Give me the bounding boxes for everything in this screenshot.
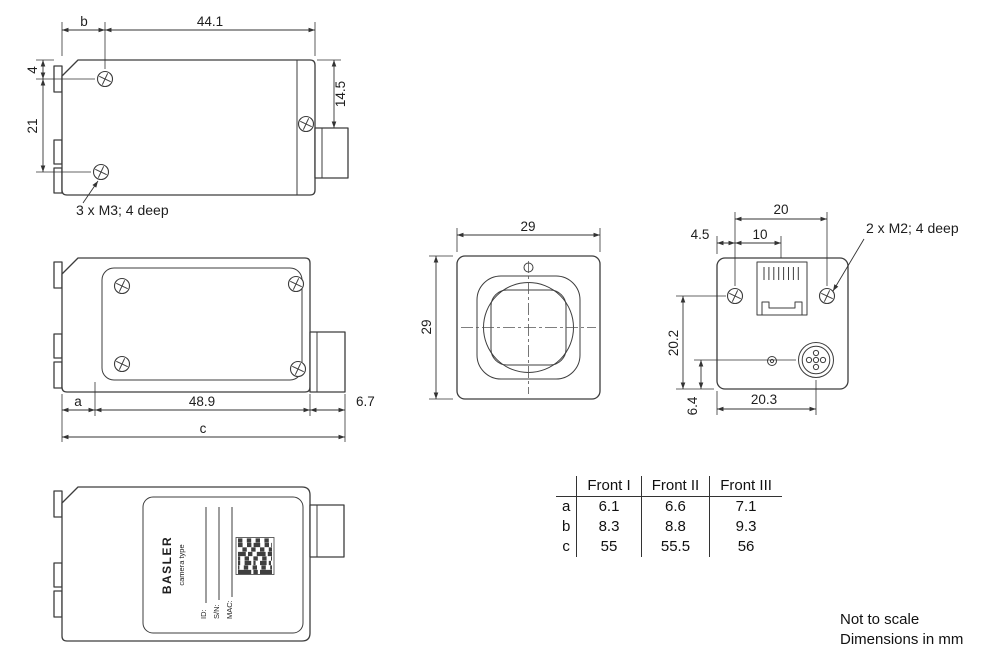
- table-corner-cell: [556, 476, 577, 497]
- ethernet-latch: [761, 301, 803, 315]
- dim-label-29-height: 29: [419, 319, 434, 334]
- ethernet-jack: [756, 261, 808, 316]
- camera-body-side: [61, 257, 311, 393]
- connector-housing: [309, 331, 346, 393]
- value-c-front1: 55: [576, 537, 642, 557]
- dim-label-48-9: 48.9: [189, 394, 215, 409]
- camera-type-label: camera type: [177, 544, 186, 585]
- sn-label: S/N:: [212, 604, 221, 619]
- dim-label-6-4: 6.4: [685, 396, 700, 415]
- value-a-front1: 6.1: [576, 496, 642, 517]
- id-label: ID:: [199, 609, 208, 619]
- row-label-b: b: [562, 518, 571, 535]
- mount-tab: [53, 590, 63, 618]
- qr-code: [235, 537, 275, 575]
- dim-label-b: b: [80, 14, 88, 29]
- top-view: b 44.1 4 21 14.5 3 x M3; 4 deep: [25, 14, 349, 218]
- value-b-front1: 8.3: [576, 517, 642, 537]
- table-row: b 8.3 8.8 9.3: [556, 517, 782, 537]
- value-b-front3: 9.3: [709, 517, 782, 537]
- value-c-front2: 55.5: [640, 537, 710, 557]
- camera-body-bottom: [61, 486, 311, 642]
- row-label-a: a: [562, 498, 571, 515]
- led-indicator-dot: [769, 358, 775, 364]
- mount-tab: [53, 490, 63, 518]
- thread-note-m3: 3 x M3; 4 deep: [76, 202, 169, 218]
- connector-housing: [314, 127, 349, 179]
- power-connector: [798, 342, 834, 378]
- note-dimensions-mm: Dimensions in mm: [840, 631, 964, 648]
- mount-tab: [53, 562, 63, 588]
- mac-label: MAC:: [225, 600, 234, 619]
- mount-tab: [53, 261, 63, 289]
- brand-logo: BASLER: [160, 536, 174, 594]
- dim-label-a: a: [74, 394, 82, 409]
- note-not-to-scale: Not to scale: [840, 611, 920, 628]
- dim-label-c: c: [200, 421, 207, 436]
- dim-label-29-width: 29: [520, 219, 535, 234]
- dim-label-44-1: 44.1: [197, 14, 223, 29]
- mount-tab: [53, 139, 63, 165]
- dim-label-20: 20: [773, 202, 788, 217]
- mount-tab: [53, 333, 63, 359]
- ethernet-pins: [763, 267, 799, 280]
- row-label-c: c: [562, 538, 570, 555]
- dim-label-14-5: 14.5: [333, 81, 348, 107]
- product-label: [142, 496, 304, 634]
- table-header-row: Front I Front II Front III: [556, 476, 782, 497]
- front-variant-table: Front I Front II Front III a 6.1 6.6 7.1…: [556, 476, 782, 557]
- camera-back-face: [716, 257, 849, 390]
- thread-note-m2: 2 x M2; 4 deep: [866, 220, 959, 236]
- dim-label-21: 21: [25, 118, 40, 133]
- label-text-rotated: BASLER camera type ID: S/N: MAC:: [160, 507, 234, 619]
- bottom-view: BASLER camera type ID: S/N: MAC:: [53, 486, 345, 642]
- table-header-front1: Front I: [576, 476, 642, 497]
- table-row: c 55 55.5 56: [556, 537, 782, 557]
- side-view: a 48.9 6.7 c: [53, 257, 375, 442]
- dim-label-20-3: 20.3: [751, 392, 777, 407]
- value-c-front3: 56: [709, 537, 782, 557]
- drawing-notes: Not to scale Dimensions in mm: [840, 610, 963, 650]
- dim-label-10: 10: [752, 227, 767, 242]
- table-row: a 6.1 6.6 7.1: [556, 496, 782, 517]
- connector-housing: [309, 504, 345, 558]
- dim-label-4-5: 4.5: [691, 227, 710, 242]
- camera-body-top: [61, 59, 316, 196]
- mount-tab: [53, 361, 63, 389]
- value-a-front2: 6.6: [640, 496, 710, 517]
- dim-label-6-7: 6.7: [356, 394, 375, 409]
- side-panel: [101, 267, 303, 381]
- back-view: 20 4.5 10 2 x M2; 4 deep 20.2 6.4 20.3: [666, 202, 959, 415]
- value-a-front3: 7.1: [709, 496, 782, 517]
- led-indicator: [767, 356, 777, 366]
- table-header-front3: Front III: [709, 476, 782, 497]
- value-b-front2: 8.8: [640, 517, 710, 537]
- dim-label-20-2: 20.2: [666, 330, 681, 356]
- front-view: 29 29: [419, 219, 601, 400]
- table-header-front2: Front II: [640, 476, 710, 497]
- dim-label-4: 4: [25, 66, 40, 74]
